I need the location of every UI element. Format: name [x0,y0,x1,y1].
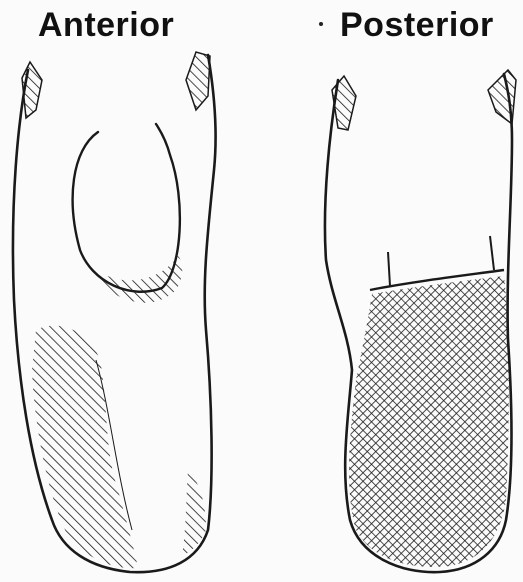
anterior-right-tip [186,52,210,110]
anterior-left-tip [22,62,42,118]
posterior-view [325,70,516,572]
posterior-left-tip [332,76,356,130]
posterior-left-line [388,252,390,286]
posterior-right-line [490,236,494,270]
anterior-view [13,52,216,572]
anterior-patella-shading [86,256,182,303]
posterior-lower-shading [349,276,509,567]
anterior-lower-shading [32,326,138,569]
posterior-right-tip [488,70,516,124]
